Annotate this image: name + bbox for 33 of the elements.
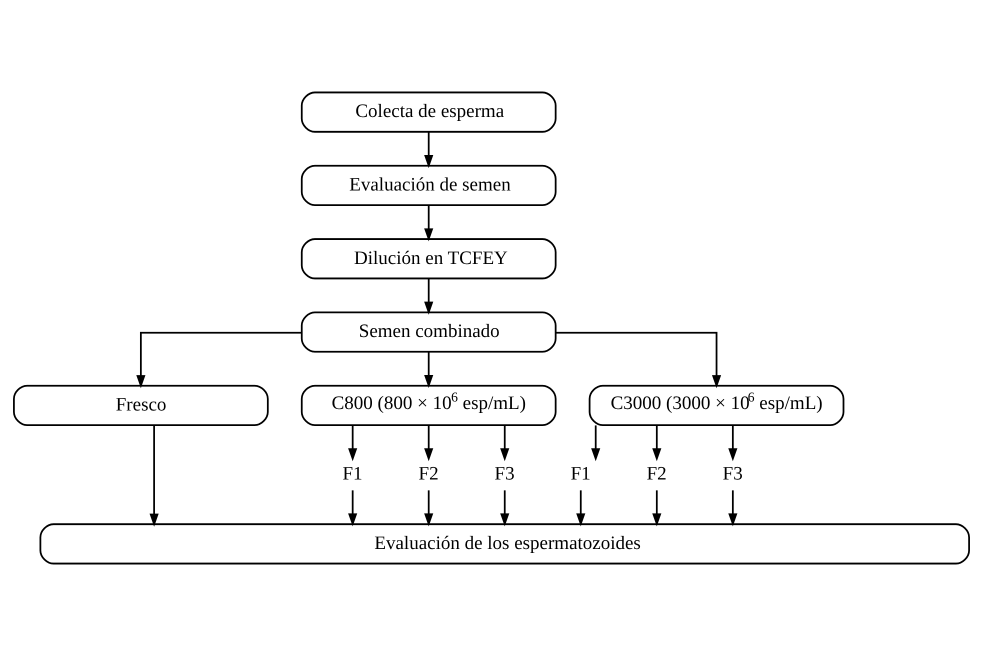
node-text: F1 <box>570 464 591 485</box>
arrow <box>500 490 510 526</box>
arrow <box>591 425 600 462</box>
node-text: F3 <box>494 464 515 485</box>
arrow <box>556 332 722 388</box>
arrow <box>150 425 159 527</box>
arrow <box>652 425 662 462</box>
node-box: Fresco <box>13 384 269 426</box>
node-box: C800 (800 × 10$^{6}$ esp/mL) <box>300 384 557 426</box>
node-box: Evaluación de los espermatozoides <box>40 523 970 564</box>
node-text: F3 <box>722 464 743 485</box>
arrow <box>424 490 434 526</box>
arrow <box>652 490 662 526</box>
arrow <box>424 278 434 315</box>
node-text: F2 <box>418 464 439 485</box>
arrow <box>424 425 434 462</box>
arrow <box>424 205 434 242</box>
arrow <box>728 425 738 462</box>
arrow <box>424 352 434 388</box>
node-box: Colecta de esperma <box>300 92 557 133</box>
arrow <box>348 425 358 462</box>
arrow <box>500 425 510 462</box>
arrow <box>348 490 358 526</box>
arrow <box>576 490 586 526</box>
node-box: C3000 (3000 × 10$^{6}$ esp/mL) <box>588 384 844 426</box>
node-text: F1 <box>342 464 363 485</box>
node-box: Evaluación de semen <box>300 164 557 206</box>
node-box: Dilución en TCFEY <box>300 238 557 280</box>
arrow <box>728 490 738 526</box>
arrow <box>424 132 434 168</box>
node-text: F2 <box>646 464 667 485</box>
arrow <box>136 332 302 388</box>
node-box: Semen combinado <box>300 312 557 353</box>
